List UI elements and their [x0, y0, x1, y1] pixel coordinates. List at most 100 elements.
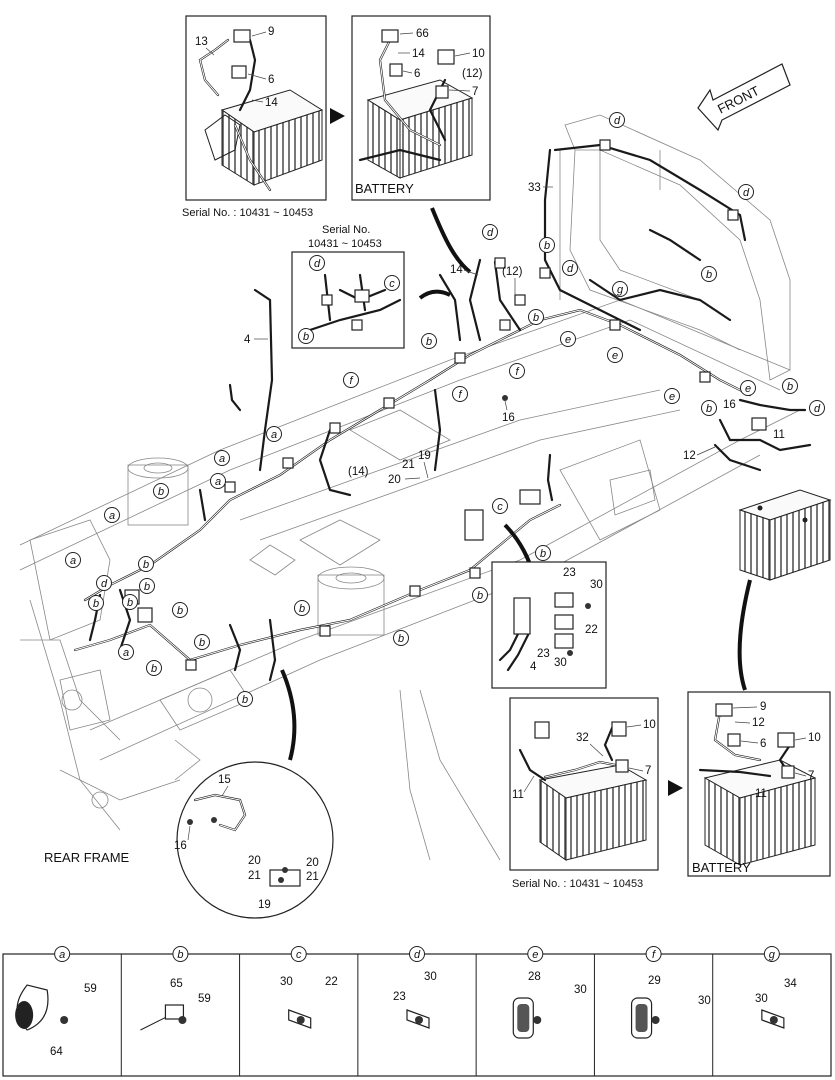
br-label-11: 11	[755, 788, 767, 800]
callout-f: f	[343, 372, 359, 388]
front-arrow: FRONT	[697, 63, 791, 132]
label-12: (12)	[502, 266, 523, 278]
svg-text:b: b	[93, 598, 99, 610]
svg-text:b: b	[477, 590, 483, 602]
legend-part-label: 30	[698, 995, 711, 1007]
label-11-main: 11	[773, 429, 785, 441]
label-14: 14	[450, 264, 463, 276]
callout-b: b	[421, 333, 437, 349]
callout-b: b	[237, 691, 253, 707]
mid-callout-b: b	[298, 328, 314, 344]
legend-part-label: 64	[50, 1046, 63, 1058]
callout-d: d	[482, 224, 498, 240]
svg-text:b: b	[177, 605, 183, 617]
callout-a: a	[65, 552, 81, 568]
mid-caption-2: 10431 ~ 10453	[308, 238, 382, 250]
label-21-main: 21	[402, 459, 415, 471]
inset-top-left: 13 9 6 14 Serial No. : 10431 ~ 10453	[182, 15, 327, 219]
svg-text:b: b	[706, 403, 712, 415]
callout-g: g	[612, 281, 628, 297]
svg-text:c: c	[389, 278, 395, 290]
tl-label-14: 14	[265, 97, 278, 109]
mid-callout-c: c	[384, 275, 400, 291]
inset-bottom-mid: 10 32 7 11 Serial No. : 10431 ~ 10453	[509, 697, 659, 890]
cc-label-20b: 20	[306, 857, 319, 869]
label-16-main: 16	[502, 412, 515, 424]
main-battery	[738, 489, 832, 581]
callout-b: b	[701, 266, 717, 282]
legend-letter: g	[769, 949, 776, 961]
svg-text:a: a	[123, 647, 129, 659]
br-label-6: 6	[760, 738, 766, 750]
legend-part-label: 29	[648, 975, 661, 987]
svg-text:b: b	[158, 486, 164, 498]
legend-letter: b	[177, 949, 183, 961]
legend-letter: d	[414, 949, 421, 961]
cc-label-15: 15	[218, 774, 231, 786]
callout-b: b	[701, 400, 717, 416]
svg-text:f: f	[349, 375, 353, 387]
svg-text:e: e	[565, 334, 571, 346]
ci-label-30b: 30	[554, 657, 567, 669]
svg-text:c: c	[497, 501, 503, 513]
tr-label-12: (12)	[462, 68, 483, 80]
svg-text:d: d	[487, 227, 494, 239]
bm-label-11: 11	[512, 789, 524, 801]
svg-text:d: d	[614, 115, 621, 127]
callout-d: d	[562, 260, 578, 276]
legend-part-label: 23	[393, 991, 406, 1003]
br-caption: BATTERY	[692, 860, 751, 875]
callout-b: b	[122, 594, 138, 610]
svg-text:b: b	[303, 331, 309, 343]
inset-top-right: 66 14 10 6 (12) 7 BATTERY	[351, 15, 491, 201]
svg-text:a: a	[219, 453, 225, 465]
callout-d: d	[609, 112, 625, 128]
callout-e: e	[607, 347, 623, 363]
mid-callout-d: d	[309, 255, 325, 271]
svg-text:b: b	[242, 694, 248, 706]
svg-text:e: e	[745, 383, 751, 395]
legend-part-label: 30	[424, 971, 437, 983]
svg-text:e: e	[612, 350, 618, 362]
callout-b: b	[535, 545, 551, 561]
svg-text:e: e	[669, 391, 675, 403]
legend-part-label: 59	[198, 993, 211, 1005]
svg-text:b: b	[540, 548, 546, 560]
harness-clamps	[124, 139, 767, 671]
tl-label-6: 6	[268, 74, 274, 86]
callout-b: b	[393, 630, 409, 646]
callout-b: b	[172, 602, 188, 618]
callout-a: a	[214, 450, 230, 466]
cc-label-19: 19	[258, 899, 271, 911]
svg-text:f: f	[515, 366, 519, 378]
svg-text:b: b	[787, 381, 793, 393]
bm-caption: Serial No. : 10431 ~ 10453	[512, 878, 643, 890]
legend-letter: a	[59, 949, 65, 961]
legend-letter: c	[296, 949, 302, 961]
callout-b: b	[139, 578, 155, 594]
svg-text:a: a	[215, 476, 221, 488]
tr-label-66: 66	[416, 28, 429, 40]
tr-label-7: 7	[472, 86, 478, 98]
ci-label-22: 22	[585, 624, 598, 636]
cc-label-20a: 20	[248, 855, 261, 867]
svg-text:b: b	[544, 240, 550, 252]
callout-a: a	[118, 644, 134, 660]
inset-bottom-right: 9 12 6 10 11 7 BATTERY	[687, 691, 831, 877]
hood-outline	[559, 114, 791, 381]
rear-frame-outline	[19, 114, 801, 861]
legend-part-label: 28	[528, 971, 541, 983]
svg-text:b: b	[533, 312, 539, 324]
br-label-7: 7	[808, 770, 814, 782]
tr-caption: BATTERY	[355, 181, 414, 196]
cc-label-21a: 21	[248, 870, 261, 882]
legend-part-label: 30	[280, 976, 293, 988]
callout-b: b	[194, 634, 210, 650]
svg-text:d: d	[101, 578, 108, 590]
leader-curves	[280, 108, 752, 796]
